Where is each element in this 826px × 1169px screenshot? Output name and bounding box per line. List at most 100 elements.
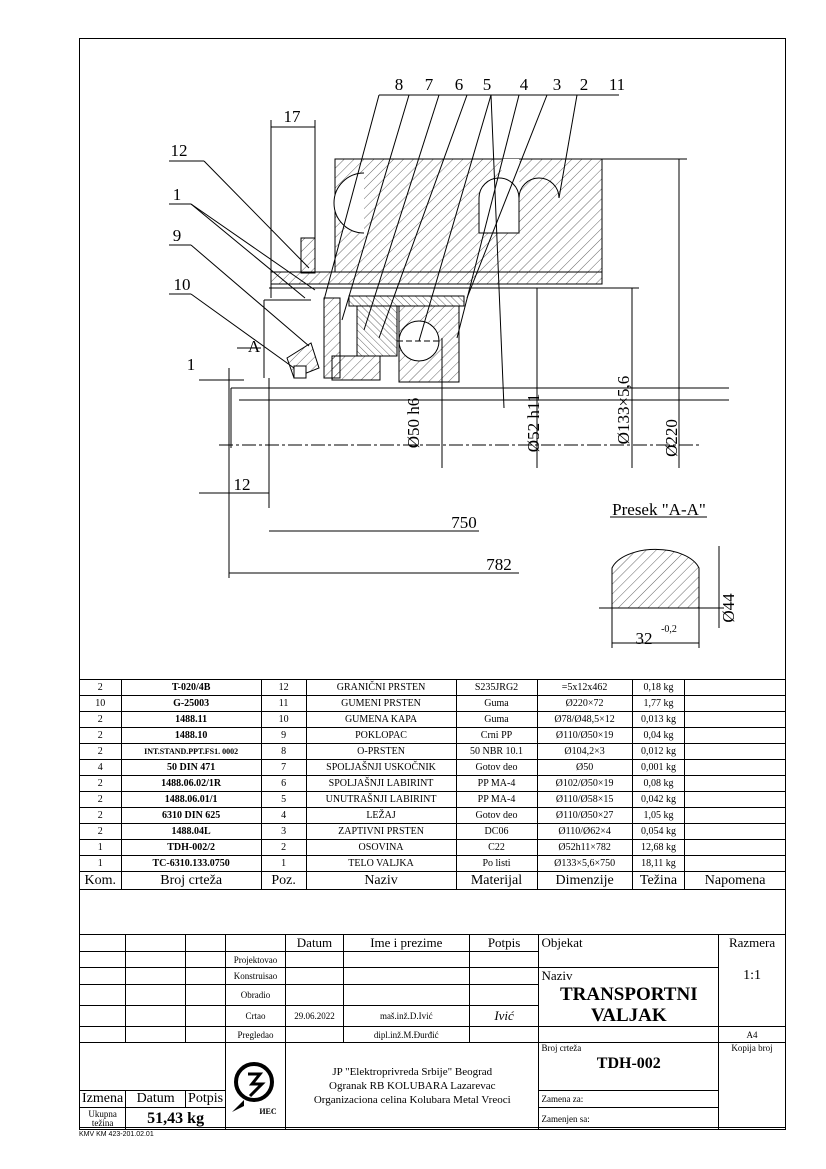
cell-naziv: ZAPTIVNI PRSTEN [305, 823, 457, 840]
cell-naziv: GRANIČNI PRSTEN [305, 679, 457, 696]
cell-poz: 11 [260, 695, 307, 712]
seal-ring [348, 295, 465, 307]
cell-dimenzije: Ø78/Ø48,5×12 [536, 711, 633, 728]
col-napomena: Napomena [684, 871, 786, 890]
tb-broj-crteza: Broj crteža TDH-002 [538, 1042, 720, 1091]
tb-crtao: Crtao [225, 1004, 287, 1027]
col-kom: Kom. [79, 871, 122, 890]
cell-broj-crteza: 1488.06.02/1R [120, 775, 262, 792]
tb-tezina: 51,43 kg [125, 1107, 227, 1130]
cell-naziv: TELO VALJKA [305, 855, 457, 872]
cell-naziv: SPOLJAŠNJI LABIRINT [305, 775, 457, 792]
org-line-3: Organizaciona celina Kolubara Metal Vreo… [313, 1094, 511, 1106]
tb-zamenjen-sa: Zamenjen sa: [538, 1107, 720, 1130]
cell-materijal: 50 NBR 10.1 [455, 743, 538, 760]
callout-9: 9 [173, 226, 182, 245]
callout-6: 6 [455, 75, 464, 94]
cell-dimenzije: Ø50 [536, 759, 633, 776]
cell-dimenzije: =5x12x462 [536, 679, 633, 696]
tb-crtao-date: 29.06.2022 [285, 1004, 344, 1027]
cell-kom: 2 [79, 791, 122, 808]
tb-datum-2: Datum [125, 1090, 187, 1108]
bom-header: Kom. Broj crteža Poz. Naziv Materijal Di… [79, 871, 786, 890]
cell-broj-crteza: 1488.06.01/1 [120, 791, 262, 808]
cell-napomena [684, 711, 786, 728]
cell-dimenzije: Ø110/Ø50×19 [536, 727, 633, 744]
cell-dimenzije: Ø110/Ø50×27 [536, 807, 633, 824]
cell-tezina: 0,001 kg [631, 759, 686, 776]
tb-ukupna-tezina: Ukupna težina [78, 1107, 127, 1130]
cell-materijal: PP MA-4 [455, 791, 538, 808]
dim-12: 12 [234, 475, 251, 494]
cell-napomena [684, 695, 786, 712]
cell-poz: 7 [260, 759, 307, 776]
tb-ime-header: Ime i prezime [342, 934, 470, 952]
callout-10: 10 [174, 275, 191, 294]
dim-d220: Ø220 [662, 419, 681, 457]
cell-kom: 2 [79, 823, 122, 840]
form-code: KMV KM 423-201.02.01 [79, 1131, 154, 1138]
cell-kom: 2 [79, 743, 122, 760]
tb-pregledao-name: dipl.inž.M.Đurđić [342, 1026, 470, 1043]
callout-12: 12 [171, 141, 188, 160]
cell-poz: 9 [260, 727, 307, 744]
tb-broj-crteza-label: Broj crteža [541, 1043, 582, 1054]
tb-zamena-za: Zamena za: [538, 1090, 720, 1108]
cell-materijal: DC06 [455, 823, 538, 840]
rubber-ring [334, 158, 603, 273]
cell-napomena [684, 839, 786, 856]
cell-tezina: 0,012 kg [631, 743, 686, 760]
cell-poz: 10 [260, 711, 307, 728]
org-line-2: Ogranak RB KOLUBARA Lazarevac [329, 1080, 496, 1092]
cell-dimenzije: Ø110/Ø58×15 [536, 791, 633, 808]
cell-naziv: OSOVINA [305, 839, 457, 856]
cell-dimenzije: Ø52h11×782 [536, 839, 633, 856]
cell-materijal: Gotov deo [455, 807, 538, 824]
org-line-1: JP "Elektroprivreda Srbije" Beograd [332, 1066, 493, 1078]
col-dimenzije: Dimenzije [536, 871, 633, 890]
dim-d52: Ø52 h11 [524, 394, 543, 452]
assembly-drawing: 8 7 6 5 4 3 2 11 12 1 9 10 17 1 A 12 750… [169, 75, 738, 648]
cell-broj-crteza: 1488.11 [120, 711, 262, 728]
tb-projektovao: Projektovao [225, 951, 287, 968]
tb-format: A4 [718, 1026, 786, 1043]
cell-naziv: O-PRSTEN [305, 743, 457, 760]
cell-poz: 8 [260, 743, 307, 760]
tb-datum-header: Datum [285, 934, 344, 952]
cell-napomena [684, 679, 786, 696]
cell-kom: 2 [79, 711, 122, 728]
cell-tezina: 0,042 kg [631, 791, 686, 808]
cell-dimenzije: Ø220×72 [536, 695, 633, 712]
cell-tezina: 0,08 kg [631, 775, 686, 792]
cell-poz: 3 [260, 823, 307, 840]
cell-napomena [684, 743, 786, 760]
dim-d133: Ø133×5,6 [614, 376, 633, 445]
tb-obradio: Obradio [225, 983, 287, 1006]
cell-kom: 2 [79, 807, 122, 824]
tb-konstruisao: Konstruisao [225, 967, 287, 985]
cell-napomena [684, 727, 786, 744]
cell-broj-crteza: 1488.04L [120, 823, 262, 840]
cell-poz: 5 [260, 791, 307, 808]
cell-materijal: Gotov deo [455, 759, 538, 776]
cell-napomena [684, 855, 786, 872]
cell-napomena [684, 759, 786, 776]
callout-7: 7 [425, 75, 434, 94]
cell-naziv: UNUTRAŠNJI LABIRINT [305, 791, 457, 808]
cell-dimenzije: Ø104,2×3 [536, 743, 633, 760]
callout-3: 3 [553, 75, 562, 94]
title-block: Datum Ime i prezime Potpis Objekat Razme… [78, 934, 786, 1130]
dim-d44: Ø44 [719, 593, 738, 623]
tb-razmera: 1:1 [718, 967, 786, 984]
col-poz: Poz. [260, 871, 307, 890]
col-broj-crteza: Broj crteža [120, 871, 262, 890]
cell-poz: 1 [260, 855, 307, 872]
